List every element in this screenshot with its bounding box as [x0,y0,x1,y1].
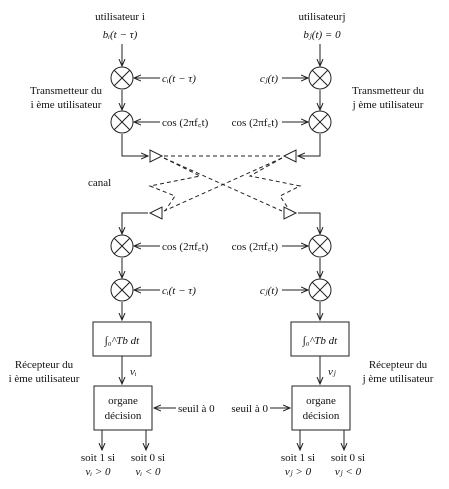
user-i-bit1-cond: vᵢ > 0 [85,466,111,478]
user-i-rx-label-1: Récepteur du [15,359,74,371]
user-i-rx-code-multiplier [110,278,134,302]
user-j-threshold: seuil à 0 [231,403,268,415]
user-i-bit0-cond: vᵢ < 0 [135,466,161,478]
user-i-tx-code-multiplier [110,66,134,90]
user-j-bit0-cond: vⱼ < 0 [335,466,362,478]
user-j-rx-carrier-multiplier [308,234,332,258]
user-i-tx-carrier: cos (2πf꜀t) [162,117,209,129]
user-i-integrator-label: ∫₀^Tb dt [104,335,140,347]
user-i-bit0-label: soit 0 si [131,452,165,464]
user-i-rx-carrier-multiplier [110,234,134,258]
user-i-rx-code: cᵢ(t − τ) [162,285,196,297]
user-i-integrator [92,321,152,357]
user-i-threshold: seuil à 0 [178,403,215,415]
user-j-tx-label-1: Transmetteur du [352,85,425,97]
user-i-out: vᵢ [130,366,137,378]
user-i-rx-antenna [148,206,163,220]
user-j-bit1-cond: vⱼ > 0 [285,466,312,478]
user-j-integrator-label: ∫₀^Tb dt [302,335,338,347]
user-i-tx-label-2: i ème utilisateur [31,99,102,111]
user-j-rx-code: cⱼ(t) [260,285,279,297]
user-j-integrator [290,321,350,357]
channel-paths [148,155,302,212]
user-i-name: utilisateur i [95,11,145,23]
user-i-decision-1: organe [108,395,138,407]
user-i-bit1-label: soit 1 si [81,452,115,464]
user-j-tx-code-multiplier [308,66,332,90]
user-j-tx-out-wire [298,134,321,156]
user-i-rx-label-2: i ème utilisateur [9,373,80,385]
user-i-tx-carrier-multiplier [110,110,134,134]
user-j-tx-code: cⱼ(t) [260,73,279,85]
user-i-decision-box [93,385,153,431]
user-j-rx-carrier: cos (2πf꜀t) [232,241,279,253]
user-j-decision-1: organe [306,395,336,407]
user-j-rx-label-2: j ème utilisateur [362,373,434,385]
user-j-decision-2: décision [303,410,340,422]
user-j-rx-label-1: Récepteur du [369,359,428,371]
user-j-tx-carrier: cos (2πf꜀t) [232,117,279,129]
user-i-signal: bᵢ(t − τ) [103,29,138,41]
user-j-rx-code-multiplier [308,278,332,302]
user-j-name: utilisateurj [298,11,345,23]
user-i-decision-2: décision [105,410,142,422]
user-j-rx-antenna [283,206,298,220]
user-i-tx-out-wire [121,134,148,156]
user-i-rx-carrier: cos (2πf꜀t) [162,241,209,253]
user-i-tx-code: cᵢ(t − τ) [162,73,196,85]
user-j-tx-label-2: j ème utilisateur [352,99,424,111]
user-j-bit0-label: soit 0 si [331,452,365,464]
user-j-tx-antenna [282,149,297,163]
user-i-rx-in-wire [122,212,148,234]
user-i-tx-label-1: Transmetteur du [30,85,103,97]
user-i-tx-antenna [149,149,164,163]
user-j-signal: bⱼ(t) = 0 [303,29,341,41]
user-j-bit1-label: soit 1 si [281,452,315,464]
user-j-rx-in-wire [298,212,320,234]
user-j-tx-carrier-multiplier [308,110,332,134]
channel-label: canal [88,177,111,189]
user-j-out: vⱼ [328,366,336,378]
user-j-decision-box [291,385,351,431]
